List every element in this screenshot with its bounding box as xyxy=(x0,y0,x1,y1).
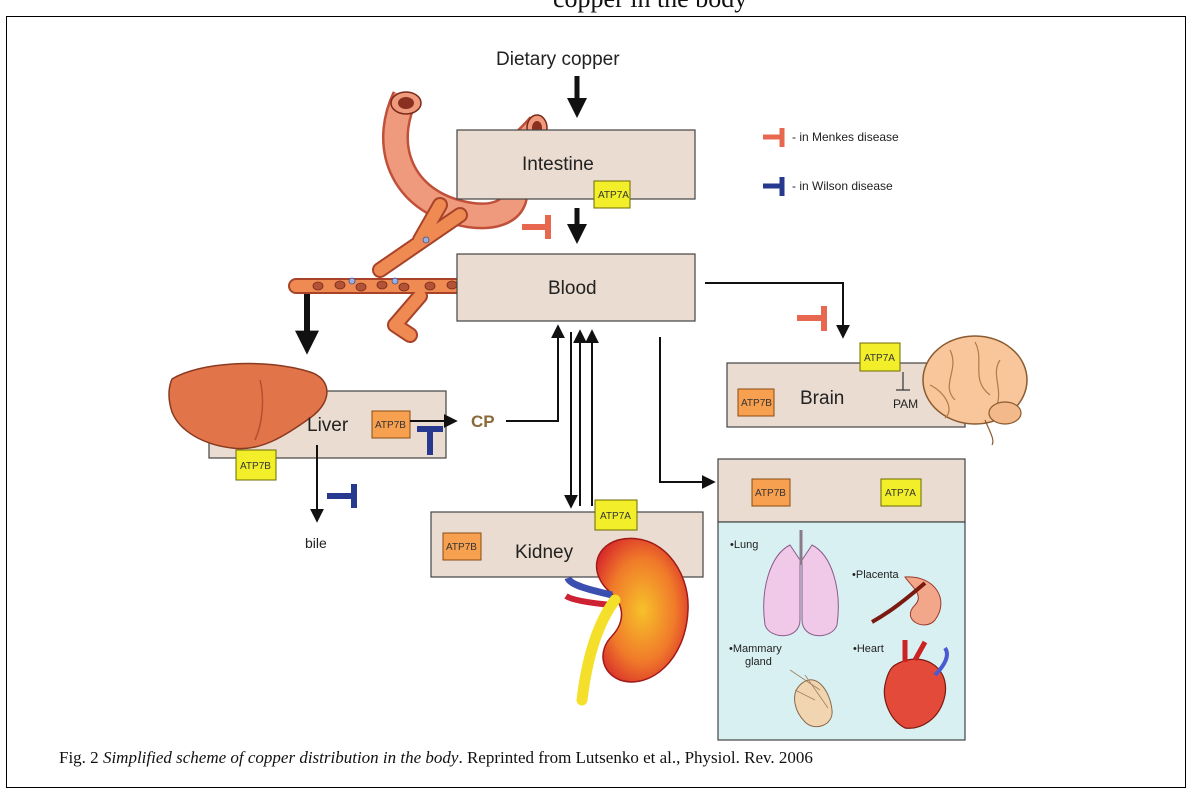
caption-prefix: Fig. 2 xyxy=(59,748,103,767)
brain-atp7b-label: ATP7B xyxy=(741,398,772,409)
kidney-label: Kidney xyxy=(515,542,574,563)
kidney-atp7a-label: ATP7A xyxy=(600,511,631,522)
menkes-inhibitor-brain xyxy=(797,306,824,331)
intestine-label: Intestine xyxy=(522,154,594,175)
legend-menkes-label: - in Menkes disease xyxy=(792,130,899,144)
blood-label: Blood xyxy=(548,278,597,299)
wilson-inhibitor-bile xyxy=(327,484,354,508)
mammary-label-line1: •Mammary xyxy=(729,643,782,655)
dietary-copper-label: Dietary copper xyxy=(496,49,620,70)
legend: - in Menkes disease - in Wilson disease xyxy=(763,128,899,196)
pam-label: PAM xyxy=(893,397,918,411)
brain-illustration xyxy=(923,336,1027,445)
legend-wilson-label: - in Wilson disease xyxy=(792,179,893,193)
heart-label: •Heart xyxy=(853,643,884,655)
brain-atp7a-label: ATP7A xyxy=(864,353,895,364)
blood-to-tissues-arrow xyxy=(660,337,713,482)
wilson-inhibitor-icon xyxy=(763,177,782,196)
tissues-atp7b-label: ATP7B xyxy=(755,488,786,499)
placenta-label: •Placenta xyxy=(852,569,900,581)
tissues-atp7a-label: ATP7A xyxy=(885,488,916,499)
brain-label: Brain xyxy=(800,388,844,409)
intestine-atp7a-label: ATP7A xyxy=(598,190,629,201)
menkes-inhibitor-intestine-blood xyxy=(522,215,548,239)
bile-label: bile xyxy=(305,535,327,551)
cp-label: CP xyxy=(471,412,495,431)
liver-label: Liver xyxy=(307,415,349,436)
kidney-atp7b-label: ATP7B xyxy=(446,542,477,553)
liver-atp7b-label: ATP7B xyxy=(375,420,406,431)
caption-title: Simplified scheme of copper distribution… xyxy=(103,748,459,767)
caption-suffix: . Reprinted from Lutsenko et al., Physio… xyxy=(458,748,812,767)
mammary-label-line2: gland xyxy=(745,656,772,668)
cp-to-blood-arrow xyxy=(506,327,558,421)
figure-caption: Fig. 2 Simplified scheme of copper distr… xyxy=(59,748,813,768)
lung-label: •Lung xyxy=(730,539,758,551)
liver-lower-atp7b-label: ATP7B xyxy=(240,461,271,472)
menkes-inhibitor-icon xyxy=(763,128,782,147)
